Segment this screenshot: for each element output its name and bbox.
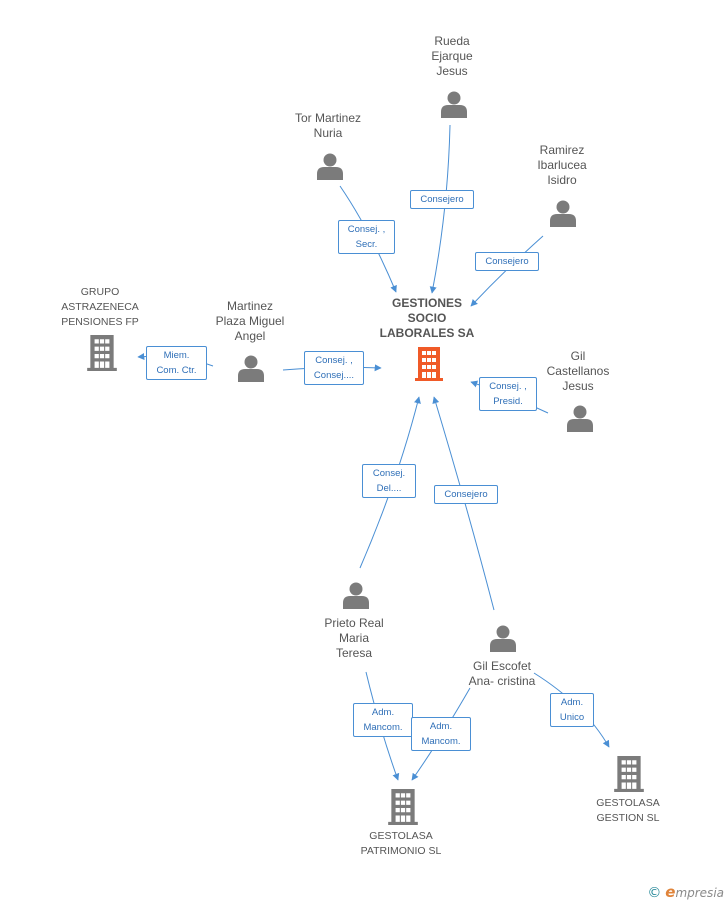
brand-name: mpresia bbox=[675, 886, 724, 900]
edge-rueda-main bbox=[429, 124, 451, 294]
company-label-patrimonio[interactable]: GESTOLASA PATRIMONIO SL bbox=[360, 830, 442, 857]
edge-label-prieto-main: Consej. Del.... bbox=[362, 464, 416, 498]
person-icon-rueda[interactable] bbox=[441, 91, 467, 119]
building-icon-gestion[interactable] bbox=[614, 756, 644, 792]
building-icon-patrimonio[interactable] bbox=[388, 789, 418, 825]
person-icon-gilcast[interactable] bbox=[567, 405, 593, 433]
person-label-gilesc[interactable]: Gil Escofet Ana- cristina bbox=[468, 659, 536, 688]
edge-label-gilesc-gestion: Adm. Unico bbox=[550, 693, 594, 727]
person-label-ramirez[interactable]: Ramirez Ibarlucea Isidro bbox=[537, 143, 587, 187]
main-company-label[interactable]: GESTIONES SOCIO LABORALES SA bbox=[379, 296, 475, 340]
edge-label-prieto-patrimonio: Adm. Mancom. bbox=[353, 703, 413, 737]
edge-label-gilesc-main: Consejero bbox=[434, 485, 498, 504]
person-label-gilcast[interactable]: Gil Castellanos Jesus bbox=[546, 349, 610, 393]
brand-initial: e bbox=[665, 883, 676, 901]
person-icon-gilesc[interactable] bbox=[490, 625, 516, 653]
company-label-gestion[interactable]: GESTOLASA GESTION SL bbox=[596, 797, 660, 824]
edge-gilesc-main bbox=[432, 396, 495, 611]
edge-label-rueda-main: Consejero bbox=[410, 190, 474, 209]
person-icon-ramirez[interactable] bbox=[550, 200, 576, 228]
edge-label-gilesc-patrimonio: Adm. Mancom. bbox=[411, 717, 471, 751]
person-label-martinez[interactable]: Martinez Plaza Miguel Angel bbox=[215, 299, 285, 343]
edge-label-martinez-grupo: Miem. Com. Ctr. bbox=[146, 346, 207, 380]
person-label-prieto[interactable]: Prieto Real Maria Teresa bbox=[324, 616, 384, 660]
edge-label-martinez-main: Consej. , Consej.... bbox=[304, 351, 364, 385]
person-label-tor[interactable]: Tor Martinez Nuria bbox=[294, 111, 362, 140]
edge-label-tor-main: Consej. , Secr. bbox=[338, 220, 395, 254]
person-icon-prieto[interactable] bbox=[343, 582, 369, 610]
person-label-rueda[interactable]: Rueda Ejarque Jesus bbox=[431, 34, 473, 78]
empresia-logo: © empresia bbox=[647, 883, 724, 901]
copyright-icon: © bbox=[647, 885, 662, 901]
edge-label-gilcast-main: Consej. , Presid. bbox=[479, 377, 537, 411]
main-company-building-icon[interactable] bbox=[415, 347, 443, 381]
edge-label-ramirez-main: Consejero bbox=[475, 252, 539, 271]
person-icon-martinez[interactable] bbox=[238, 355, 264, 383]
company-label-grupo[interactable]: GRUPO ASTRAZENECA PENSIONES FP bbox=[61, 286, 139, 328]
person-icon-tor[interactable] bbox=[317, 153, 343, 181]
building-icon-grupo[interactable] bbox=[87, 335, 117, 371]
